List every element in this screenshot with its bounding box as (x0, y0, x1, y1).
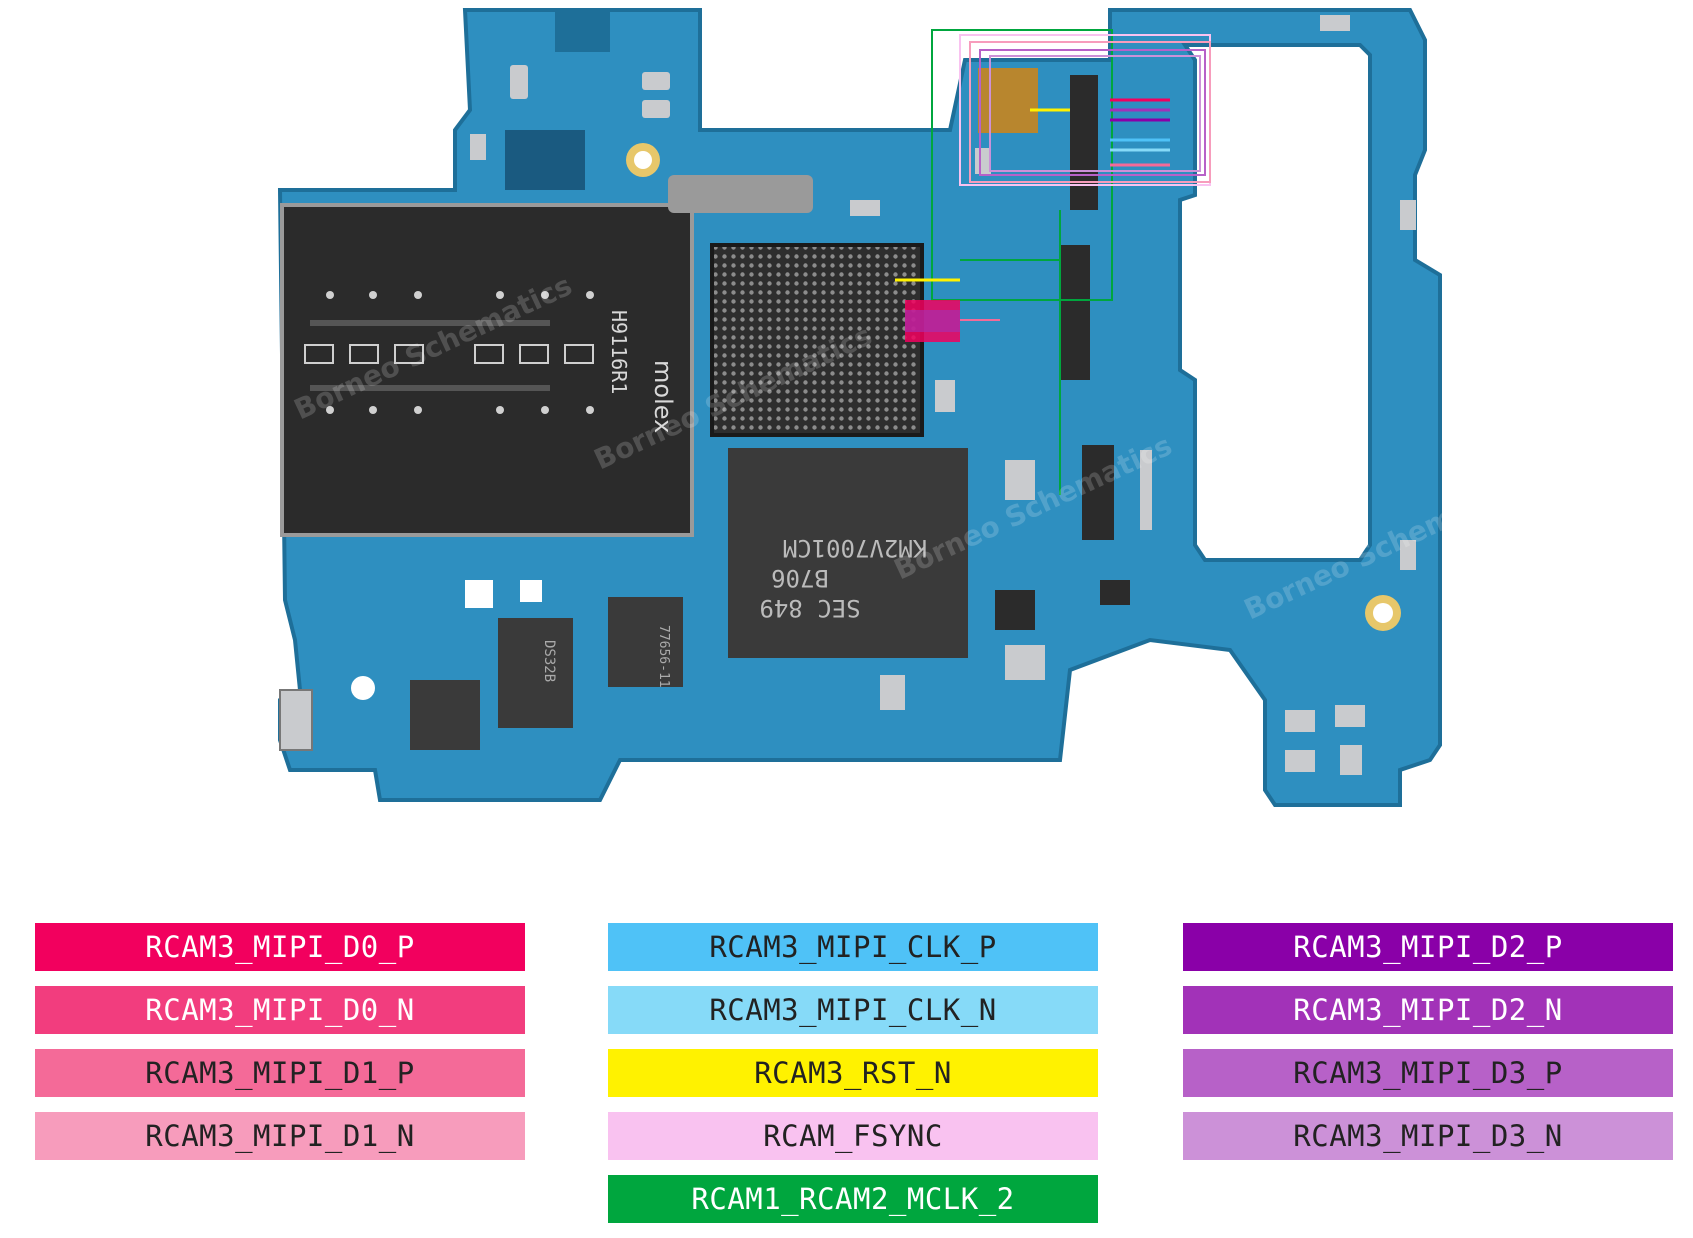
legend-item-rcam3-mipi-d2-p: RCAM3_MIPI_D2_P (1183, 923, 1673, 971)
memory-chip: KM2V7001CM B706 SEC 849 (728, 448, 968, 658)
legend-column-left: RCAM3_MIPI_D0_P RCAM3_MIPI_D0_N RCAM3_MIPI… (35, 923, 525, 1175)
legend-column-right: RCAM3_MIPI_D2_P RCAM3_MIPI_D2_N RCAM3_MIPI… (1183, 923, 1673, 1175)
legend-item-rcam3-mipi-d0-p: RCAM3_MIPI_D0_P (35, 923, 525, 971)
legend-item-rcam3-mipi-clk-p: RCAM3_MIPI_CLK_P (608, 923, 1098, 971)
legend-item-rcam3-mipi-d1-n: RCAM3_MIPI_D1_N (35, 1112, 525, 1160)
svg-text:DS32B: DS32B (541, 640, 557, 682)
legend-item-rcam3-mipi-d3-n: RCAM3_MIPI_D3_N (1183, 1112, 1673, 1160)
pcb-board-illustration: H9116R1 molex KM2V7001CM B706 SEC 849 DS… (277, 8, 1442, 807)
legend-item-rcam1-rcam2-mclk-2: RCAM1_RCAM2_MCLK_2 (608, 1175, 1098, 1223)
svg-text:KM2V7001CM: KM2V7001CM (783, 534, 928, 562)
legend-item-rcam3-mipi-d3-p: RCAM3_MIPI_D3_P (1183, 1049, 1673, 1097)
legend-column-middle: RCAM3_MIPI_CLK_P RCAM3_MIPI_CLK_N RCAM3_RS… (608, 923, 1098, 1238)
signal-traces (895, 29, 1211, 495)
legend-item-rcam-fsync: RCAM_FSYNC (608, 1112, 1098, 1160)
legend-item-rcam3-mipi-d1-p: RCAM3_MIPI_D1_P (35, 1049, 525, 1097)
sim-tray: H9116R1 molex (280, 203, 694, 537)
legend-item-rcam3-mipi-clk-n: RCAM3_MIPI_CLK_N (608, 986, 1098, 1034)
legend-item-rcam3-mipi-d0-n: RCAM3_MIPI_D0_N (35, 986, 525, 1034)
sim-tray-brand: molex (649, 360, 677, 433)
svg-text:SEC 849: SEC 849 (759, 594, 860, 622)
sim-tray-code: H9116R1 (607, 310, 631, 394)
legend-item-rcam3-mipi-d2-n: RCAM3_MIPI_D2_N (1183, 986, 1673, 1034)
svg-text:77656-11: 77656-11 (656, 625, 671, 688)
legend-item-rcam3-rst-n: RCAM3_RST_N (608, 1049, 1098, 1097)
svg-text:B706: B706 (771, 564, 829, 592)
